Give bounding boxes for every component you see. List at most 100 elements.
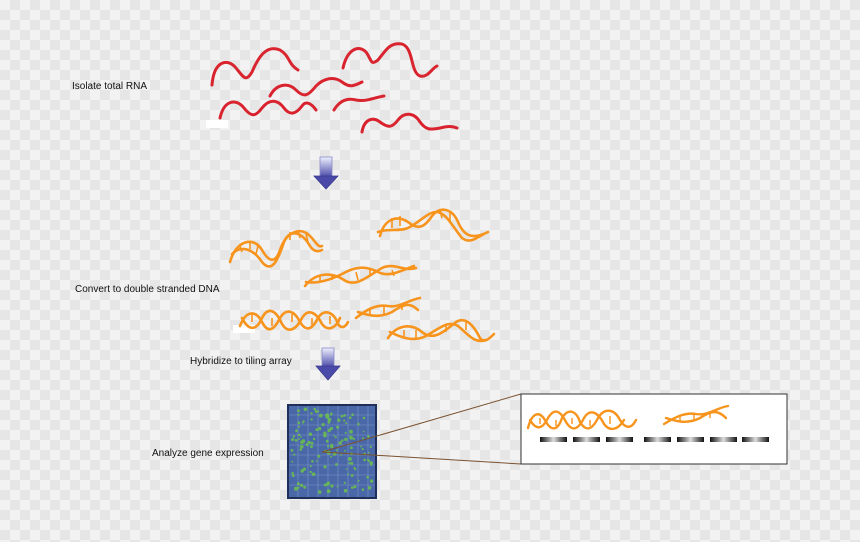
rna-strands — [210, 42, 459, 134]
array-spot — [349, 446, 353, 450]
array-spot — [349, 435, 351, 438]
array-spot — [300, 436, 302, 438]
array-spot — [292, 474, 295, 478]
array-probe — [540, 437, 567, 442]
array-spot — [294, 439, 298, 442]
step-analyze-label: Analyze gene expression — [152, 448, 264, 459]
array-spot — [290, 449, 294, 452]
array-spot — [315, 460, 318, 463]
label-mask — [206, 120, 228, 128]
dna-strand — [376, 210, 486, 242]
array-spot — [369, 479, 374, 483]
array-spot — [369, 461, 374, 465]
array-spot — [330, 445, 334, 449]
label-mask — [233, 325, 255, 333]
dna-strand — [304, 264, 416, 284]
array-spot — [300, 469, 305, 473]
array-spot — [321, 423, 325, 427]
array-spot — [362, 437, 365, 440]
rna-strand — [210, 47, 300, 87]
array-spot — [314, 410, 318, 413]
down-arrow-icon — [315, 347, 341, 381]
array-spot — [317, 454, 321, 458]
array-spot — [343, 481, 346, 484]
array-spot — [291, 472, 295, 475]
array-spot — [318, 413, 323, 418]
array-spot — [299, 448, 303, 451]
array-probe — [710, 437, 737, 442]
array-probe — [606, 437, 633, 442]
down-arrow-icon — [313, 156, 339, 190]
array-spot — [335, 463, 338, 466]
array-spot — [362, 416, 366, 420]
array-spot — [313, 407, 317, 411]
array-spot — [348, 416, 352, 420]
array-spot — [366, 475, 370, 479]
array-spot — [336, 425, 340, 429]
array-spot — [361, 488, 365, 491]
array-spot — [327, 481, 330, 484]
bound-dna-strand — [528, 410, 626, 431]
array-spot — [370, 464, 373, 466]
dna-strand — [356, 303, 420, 318]
array-spot — [297, 409, 300, 413]
array-spot — [297, 425, 300, 428]
bound-dna-strand — [664, 410, 728, 423]
array-spot — [353, 466, 356, 469]
array-spot — [348, 462, 351, 465]
array-probes — [540, 437, 769, 442]
array-spot — [369, 445, 372, 448]
array-spot — [336, 485, 339, 488]
dna-strand — [240, 309, 342, 331]
array-spot — [311, 472, 316, 477]
array-spot — [362, 430, 365, 433]
dna-strand — [230, 232, 324, 268]
array-spot — [327, 445, 330, 448]
array-spot — [299, 444, 304, 449]
array-spot — [368, 451, 370, 454]
array-spot — [300, 483, 304, 487]
array-spot — [330, 455, 333, 458]
array-spot — [351, 486, 354, 489]
array-spot — [302, 420, 305, 423]
array-spot — [323, 433, 327, 438]
array-spot — [327, 428, 331, 433]
array-spot — [352, 437, 355, 441]
array-spot — [330, 443, 333, 446]
array-spot — [323, 483, 327, 487]
array-spot — [310, 441, 314, 445]
rna-strand — [268, 77, 364, 98]
array-spot — [317, 427, 322, 431]
array-spot — [329, 413, 333, 416]
array-probe — [573, 437, 600, 442]
array-spot — [343, 488, 348, 493]
array-spot — [341, 439, 344, 442]
array-spot — [323, 465, 327, 469]
array-spot — [325, 439, 329, 443]
array-spot — [334, 436, 337, 439]
array-probe — [677, 437, 704, 442]
array-spot — [293, 453, 296, 456]
array-spot — [315, 428, 319, 431]
array-spot — [309, 465, 312, 468]
dna-strand — [378, 208, 490, 238]
array-spot — [301, 439, 306, 443]
array-spot — [308, 432, 313, 436]
array-spot — [350, 461, 354, 465]
array-spot — [343, 419, 346, 422]
dna-strands — [228, 208, 496, 343]
array-spot — [312, 437, 316, 441]
array-spot — [291, 460, 294, 463]
array-spot — [297, 486, 300, 489]
array-spot — [303, 485, 307, 489]
array-spot — [329, 426, 333, 431]
array-spot — [350, 474, 354, 477]
array-spot — [297, 413, 300, 416]
rna-strand — [218, 99, 318, 120]
array-spot — [295, 429, 298, 433]
array-spot — [366, 458, 369, 461]
step-convert-dna-label: Convert to double stranded DNA — [75, 284, 220, 295]
dna-base-pairs — [239, 209, 467, 338]
array-spot — [345, 422, 348, 425]
array-spot — [326, 489, 331, 494]
